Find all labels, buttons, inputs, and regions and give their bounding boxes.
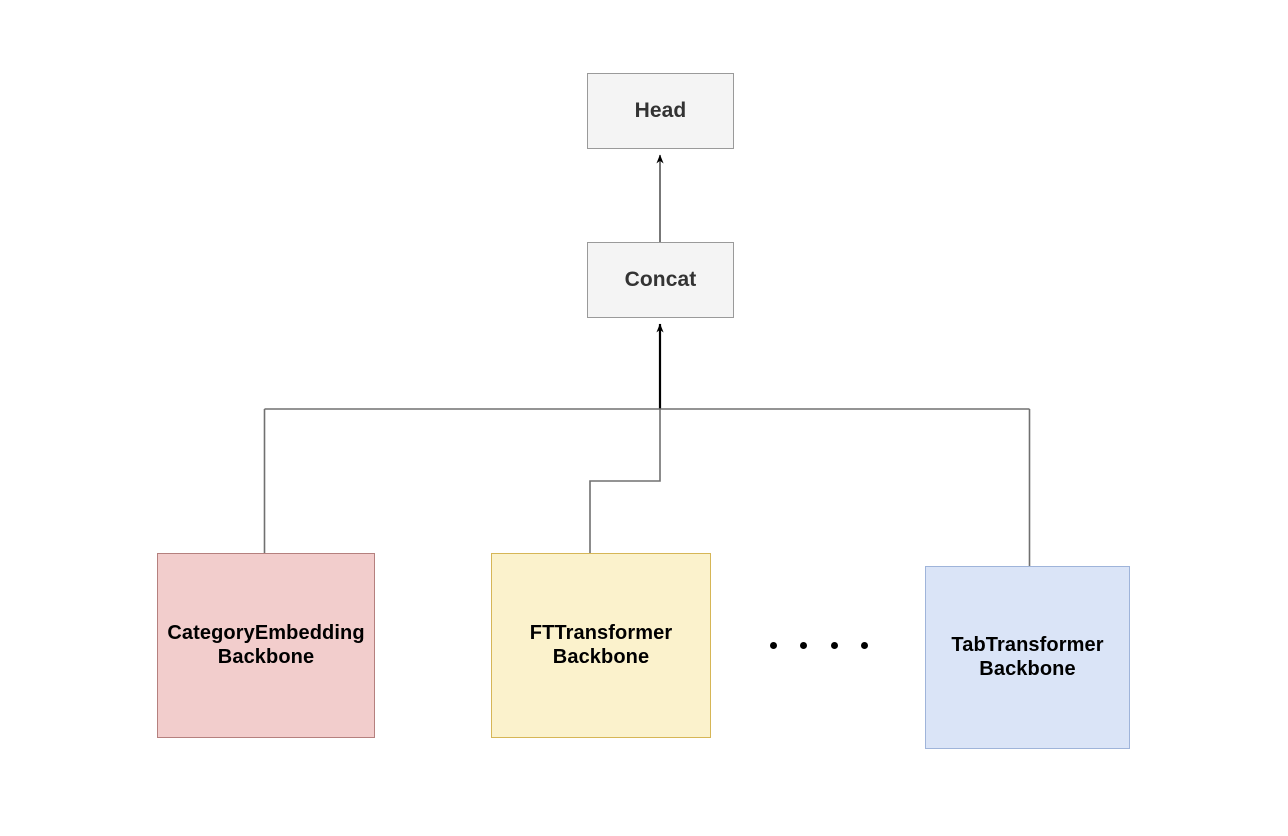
node-category-embedding-backbone-label: CategoryEmbedding Backbone	[167, 621, 365, 668]
ellipsis-dot	[830, 641, 838, 649]
ellipsis-dot	[860, 641, 868, 649]
edge-bus-to-ft-transformer	[589, 409, 661, 553]
node-ft-transformer-backbone-label: FTTransformer Backbone	[529, 621, 673, 668]
node-tab-transformer-backbone-label: TabTransformer Backbone	[951, 633, 1104, 680]
node-head-label: Head	[634, 98, 687, 122]
node-category-embedding-backbone[interactable]: CategoryEmbedding Backbone	[157, 553, 375, 738]
node-concat[interactable]: Concat	[587, 242, 734, 318]
ellipsis-dot	[800, 641, 808, 649]
node-concat-label: Concat	[624, 267, 697, 291]
node-ft-transformer-backbone[interactable]: FTTransformer Backbone	[491, 553, 711, 738]
ellipsis-dot	[770, 641, 777, 649]
node-tab-transformer-backbone[interactable]: TabTransformer Backbone	[925, 566, 1130, 749]
node-head[interactable]: Head	[587, 73, 734, 149]
ellipsis-more-backbones	[770, 641, 868, 649]
